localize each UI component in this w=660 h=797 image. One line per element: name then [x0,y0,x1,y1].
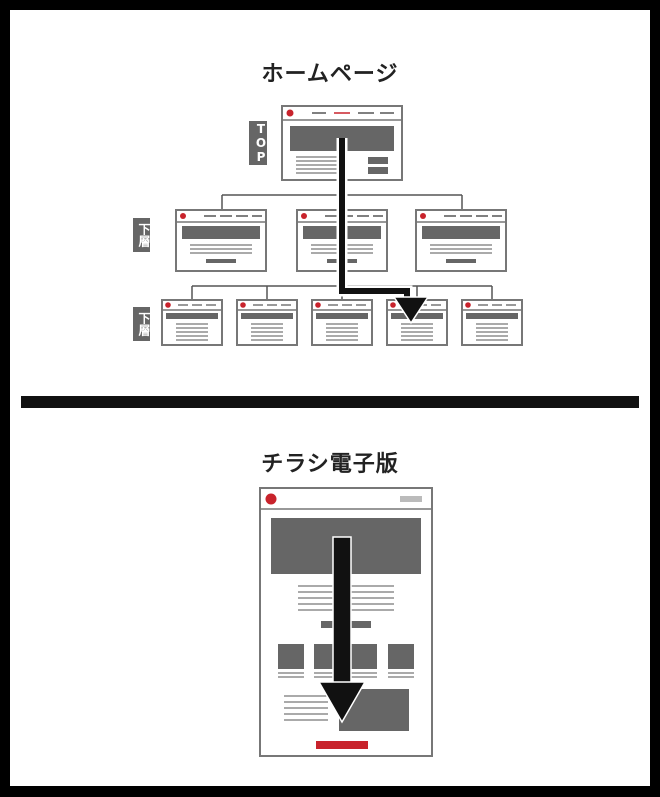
label-lower-level-2: 下層 [133,307,151,341]
page-level1-left [175,209,267,272]
page-level2-3 [311,299,373,346]
page-level1-right [415,209,507,272]
page-level2-5 [461,299,523,346]
homepage-navigation-arrow [336,138,430,325]
diagram-graphics [161,105,523,757]
diagram-canvas: ホームページ チラシ電子版 TOP 下層 下層 [10,10,650,786]
homepage-title: ホームページ [261,62,399,87]
section-divider [21,396,639,408]
flyer-title: チラシ電子版 [261,452,399,477]
page-level2-2 [236,299,298,346]
label-lower-level-1: 下層 [133,218,151,252]
flyer-scroll-arrow [317,536,367,724]
page-level2-1 [161,299,223,346]
label-top: TOP [249,121,268,165]
